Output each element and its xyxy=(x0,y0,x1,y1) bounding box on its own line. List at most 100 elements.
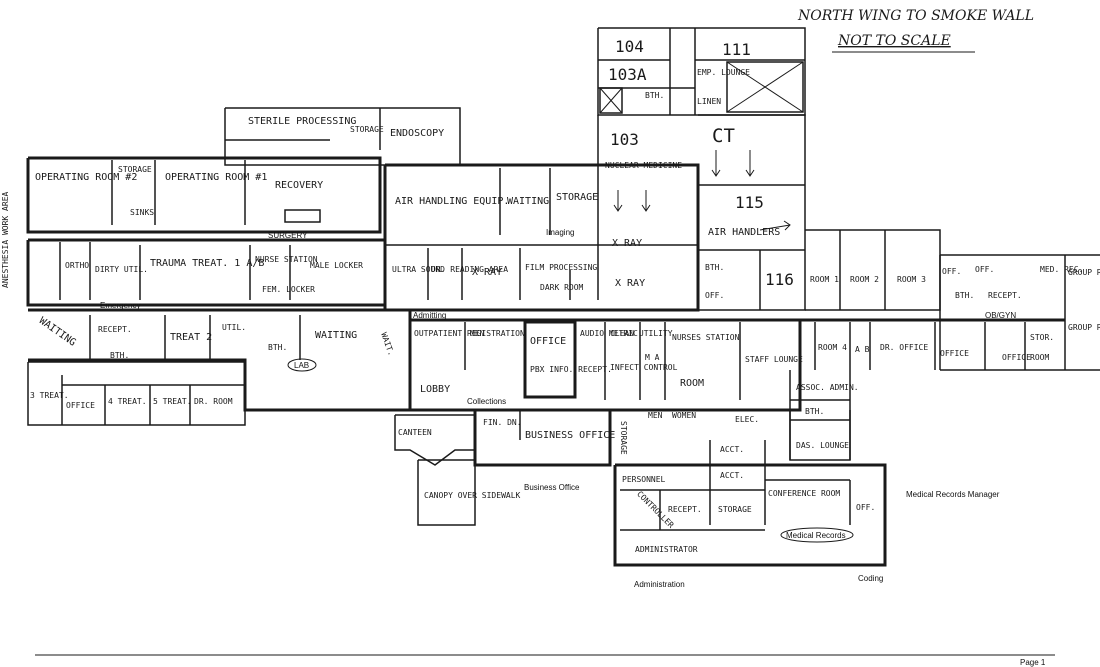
label-off-mr: OFF. xyxy=(856,503,875,512)
label-elec: ELEC. xyxy=(735,415,759,424)
plan-subtitle: NOT TO SCALE xyxy=(837,33,951,49)
label-ab: A B xyxy=(855,345,870,354)
label-treat5: 5 TREAT. xyxy=(153,397,192,406)
label-ma: M A xyxy=(645,353,660,362)
label-r104: 104 xyxy=(615,37,644,56)
label-canopy: CANOPY OVER SIDEWALK xyxy=(424,491,521,500)
label-bth-top: BTH. xyxy=(645,91,664,100)
label-pbx: PBX INFO. RECEPT. xyxy=(530,365,612,374)
label-room2: ROOM 2 xyxy=(850,275,879,284)
label-bth-admin: BTH. xyxy=(805,407,824,416)
label-personnel: PERSONNEL xyxy=(622,475,666,484)
label-women: WOMEN xyxy=(672,411,696,420)
label-group-room-b: GROUP ROOM xyxy=(1068,323,1100,332)
label-lobby: LOBBY xyxy=(420,384,450,395)
label-men: MEN xyxy=(470,329,485,338)
room-labels: 104 111 103A BTH. EMP. LOUNGE LINEN STER… xyxy=(1,37,1100,554)
label-air-handlers: AIR HANDLERS xyxy=(708,227,780,238)
label-xray-b: X RAY xyxy=(612,238,642,249)
label-fem-locker: FEM. LOCKER xyxy=(262,285,315,294)
dept-admitting: Admitting xyxy=(413,311,446,320)
label-dr-office: DR. OFFICE xyxy=(880,343,928,352)
label-storage-bo: STORAGE xyxy=(619,421,628,455)
label-air-handling: AIR HANDLING EQUIP. xyxy=(395,196,509,207)
label-dirty-util: DIRTY UTIL. xyxy=(95,265,148,274)
label-off-a: OFF. xyxy=(942,267,961,276)
label-r116: 116 xyxy=(765,270,794,289)
label-ultrasound: ULTRA SOUND xyxy=(392,265,445,274)
label-treat2: TREAT 2 xyxy=(170,332,212,343)
label-ct: CT xyxy=(712,125,735,147)
label-canteen: CANTEEN xyxy=(398,428,432,437)
label-anesthesia: ANESTHESIA WORK AREA xyxy=(1,191,10,288)
label-recovery: RECOVERY xyxy=(275,180,323,191)
label-infect: INFECT CONTROL xyxy=(610,363,678,372)
label-r103: 103 xyxy=(610,130,639,149)
label-room-v: ROOM xyxy=(1030,353,1049,362)
label-off-b: OFF. xyxy=(975,265,994,274)
dept-lab: LAB xyxy=(294,361,309,370)
label-treat4: 4 TREAT. xyxy=(108,397,147,406)
label-r115: 115 xyxy=(735,193,764,212)
label-nurses-station: NURSES STATION xyxy=(672,333,740,342)
label-med-rec: MED. REC. xyxy=(1040,265,1083,274)
label-storage-img: STORAGE xyxy=(556,192,598,203)
label-business-office: BUSINESS OFFICE xyxy=(525,430,615,441)
label-administrator: ADMINISTRATOR xyxy=(635,545,698,554)
label-office-v: OFFICE xyxy=(1002,353,1031,362)
lab-badge xyxy=(287,358,317,372)
label-storage-sp: STORAGE xyxy=(350,125,384,134)
label-storage-admin: STORAGE xyxy=(718,505,752,514)
label-trauma: TRAUMA TREAT. 1 A/B xyxy=(150,258,264,269)
label-stor: STOR. xyxy=(1030,333,1054,342)
label-bth-er: BTH. xyxy=(110,351,129,360)
label-nuclear: NUCLEAR MEDICINE xyxy=(605,161,682,170)
dept-coding: Coding xyxy=(858,574,883,583)
label-clean-util: CLEAN UTILITY xyxy=(610,329,673,338)
label-r111: 111 xyxy=(722,40,751,59)
dept-ob-gyn: OB/GYN xyxy=(985,311,1016,320)
dept-medical-records: Medical Records xyxy=(786,531,846,540)
label-room-ns: ROOM xyxy=(680,378,704,389)
department-labels: SURGERY Imaging Emergency Admitting LAB … xyxy=(100,228,1046,667)
label-audio: AUDIO METRIC xyxy=(580,329,638,338)
label-waiting-er: WAITING xyxy=(37,315,78,348)
label-storage-or: STORAGE xyxy=(118,165,152,174)
label-office-er: OFFICE xyxy=(66,401,95,410)
label-dr-room: DR. ROOM xyxy=(194,397,233,406)
label-male-locker: MALE LOCKER xyxy=(310,261,363,270)
label-outpatient: OUTPATIENT REGISTRATION xyxy=(414,329,525,338)
label-recept-ob: RECEPT. xyxy=(988,291,1022,300)
label-dark-room: DARK ROOM xyxy=(540,283,584,292)
label-or1: OPERATING ROOM #1 xyxy=(165,172,267,183)
label-das-lounge: DAS. LOUNGE xyxy=(796,441,849,450)
label-off-116: OFF. xyxy=(705,291,724,300)
dept-surgery: SURGERY xyxy=(268,231,308,240)
label-office-ob: OFFICE xyxy=(940,349,969,358)
label-sinks: SINKS xyxy=(130,208,154,217)
label-linen: LINEN xyxy=(697,97,721,106)
label-men-b: MEN xyxy=(648,411,663,420)
dept-business-office: Business Office xyxy=(524,483,580,492)
label-conference: CONFERENCE ROOM xyxy=(768,489,840,498)
label-xray-a: X RAY xyxy=(472,267,502,278)
label-dr-reading: DR. READING AREA xyxy=(431,265,508,274)
label-assoc-admin: ASSOC. ADMIN. xyxy=(796,383,859,392)
arrows xyxy=(613,150,791,231)
label-film: FILM PROCESSING xyxy=(525,263,597,272)
label-emp-lounge: EMP. LOUNGE xyxy=(697,68,750,77)
label-r103a: 103A xyxy=(608,65,647,84)
medical-records-badge xyxy=(780,527,854,543)
label-wait-small: WAIT. xyxy=(379,331,396,357)
label-endoscopy: ENDOSCOPY xyxy=(390,128,444,139)
dept-medical-records-manager: Medical Records Manager xyxy=(906,490,1000,499)
page-number: Page 1 xyxy=(1020,658,1046,667)
label-group-room-a: GROUP ROOM xyxy=(1068,268,1100,277)
walls xyxy=(26,27,1100,567)
dept-emergency: Emergency xyxy=(100,301,140,310)
label-recept-admin: RECEPT. xyxy=(668,505,702,514)
label-office-pbx: OFFICE xyxy=(530,336,566,347)
plan-title: NORTH WING TO SMOKE WALL xyxy=(797,8,1034,24)
dept-imaging: Imaging xyxy=(546,228,574,237)
label-waiting-lab: WAITING xyxy=(315,330,357,341)
